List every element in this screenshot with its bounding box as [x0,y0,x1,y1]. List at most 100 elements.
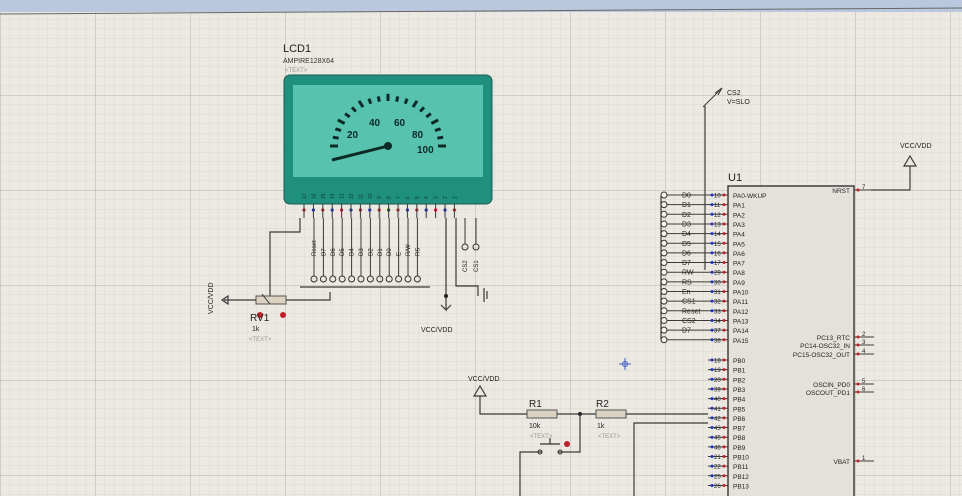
u1-pin-marker [722,358,726,362]
lcd-ref-label: LCD1 [283,43,311,55]
cs2-probe-line [702,87,723,108]
u1-net-label: En [682,289,691,296]
u1-pin-number: 13 [714,222,721,228]
u1-pin-name: PB7 [733,426,746,433]
u1-net-terminal [660,210,668,218]
lcd-pin-label: Reset [312,240,318,256]
u1-pin-marker [722,464,726,468]
u1-pin-number: 32 [714,300,721,306]
u1-net-terminal [660,259,668,267]
lcd-net-terminal [413,275,421,283]
gauge-tick [403,98,409,105]
sheet-border [0,7,962,15]
u1-pin-number: 46 [714,445,721,451]
pb6-wire [633,422,708,496]
u1-pin-name: PA3 [733,222,745,229]
u1-pin-number: 15 [714,242,721,248]
u1-pin-number: 33 [714,309,721,315]
u1-pin-marker [722,222,726,226]
u1-pin-name: PB12 [733,474,749,481]
u1-net-terminal [660,239,668,247]
u1-net-label: D2 [682,212,691,219]
cs-pin-label: CS2 [463,260,469,272]
r2-resistor[interactable] [595,409,627,419]
u1-pin-name: PA7 [733,261,745,268]
lcd-pin-number: 13 [340,193,346,199]
r1-resistor[interactable] [526,409,558,419]
lcd-net-terminal [385,275,393,283]
gauge-scale-label: 80 [412,130,424,141]
lcd-net-terminal [310,275,318,283]
u1-pin-name: VBAT [834,459,851,466]
u1-ref-label: U1 [728,172,742,184]
u1-pin-number: 22 [714,465,721,471]
rv1-potentiometer[interactable] [220,292,331,318]
u1-pin-name: PC13_RTC [817,335,850,342]
gauge-needle [331,144,389,162]
lcd-pin-label: D7 [321,248,327,256]
u1-net-terminal [660,288,668,295]
u1-pin-number: 1 [862,456,866,462]
r2-body [595,409,627,419]
u1-net-label: D7 [682,328,691,335]
u1-pin-name: PB8 [733,435,746,442]
u1-pin-name: PA5 [733,241,745,248]
u1-pin-number: 34 [714,319,721,325]
u1-pin-marker [710,212,714,216]
u1-pin-marker [856,343,860,347]
u1-pin-marker [722,232,726,236]
u1-net-terminal [660,249,668,257]
u1-pin-marker [710,445,714,449]
push-button[interactable] [537,438,570,455]
u1-pin-name: PB6 [733,416,746,423]
u1-pin-marker [710,464,714,468]
u1-pin-marker [710,426,714,430]
u1-pin-marker [722,193,726,197]
u1-net-terminal [660,297,668,305]
gauge-tick [367,98,373,105]
u1-pin-marker [722,203,726,207]
u1-pin-marker [722,318,726,322]
u1-pin-number: 20 [714,378,721,384]
push-button-right [557,449,563,455]
gauge-scale-label: 100 [417,145,434,156]
lcd-pin-label: E [397,252,403,256]
u1-pin-number: 10 [714,194,721,200]
u1-pin-number: 2 [862,332,866,338]
u1-pin-marker [710,416,714,420]
u1-pin-name: PA13 [733,318,749,325]
lcd-pin-number: 9 [377,196,383,199]
u1-pin-marker [710,397,714,401]
r1-ref-label: R1 [529,399,542,410]
u1-pin-marker [710,280,714,284]
lcd-pin-number: 2 [443,196,449,199]
u1-microcontroller[interactable] [727,185,855,496]
u1-pin-number: 42 [714,416,721,422]
u1-pin-number: 38 [714,338,721,344]
u1-pin-number: 26 [714,484,721,490]
lcd-pin-label: D1 [378,248,384,256]
window-top-bar [0,0,962,12]
u1-pin-marker [722,435,726,439]
lcd-pin-number: 10 [368,193,374,199]
u1-pin-marker [710,222,714,226]
lcd-pin-label: D2 [368,248,374,256]
u1-pin-name: PA1 [733,203,745,210]
r2-value-label: 1k [597,423,605,430]
ground-symbol [483,288,488,302]
u1-pin-name: PB10 [733,455,749,462]
u1-pin-name: PB9 [733,445,746,452]
u1-pin-number: 14 [714,232,721,238]
u1-pin-marker [710,387,714,391]
u1-pin-name: PB1 [733,368,746,375]
u1-pin-name: PA14 [733,328,749,335]
u1-pin-marker [856,459,860,463]
u1-pin-marker [722,251,726,255]
u1-pin-number: 7 [862,185,866,191]
gauge-scale-label: 60 [394,118,406,129]
